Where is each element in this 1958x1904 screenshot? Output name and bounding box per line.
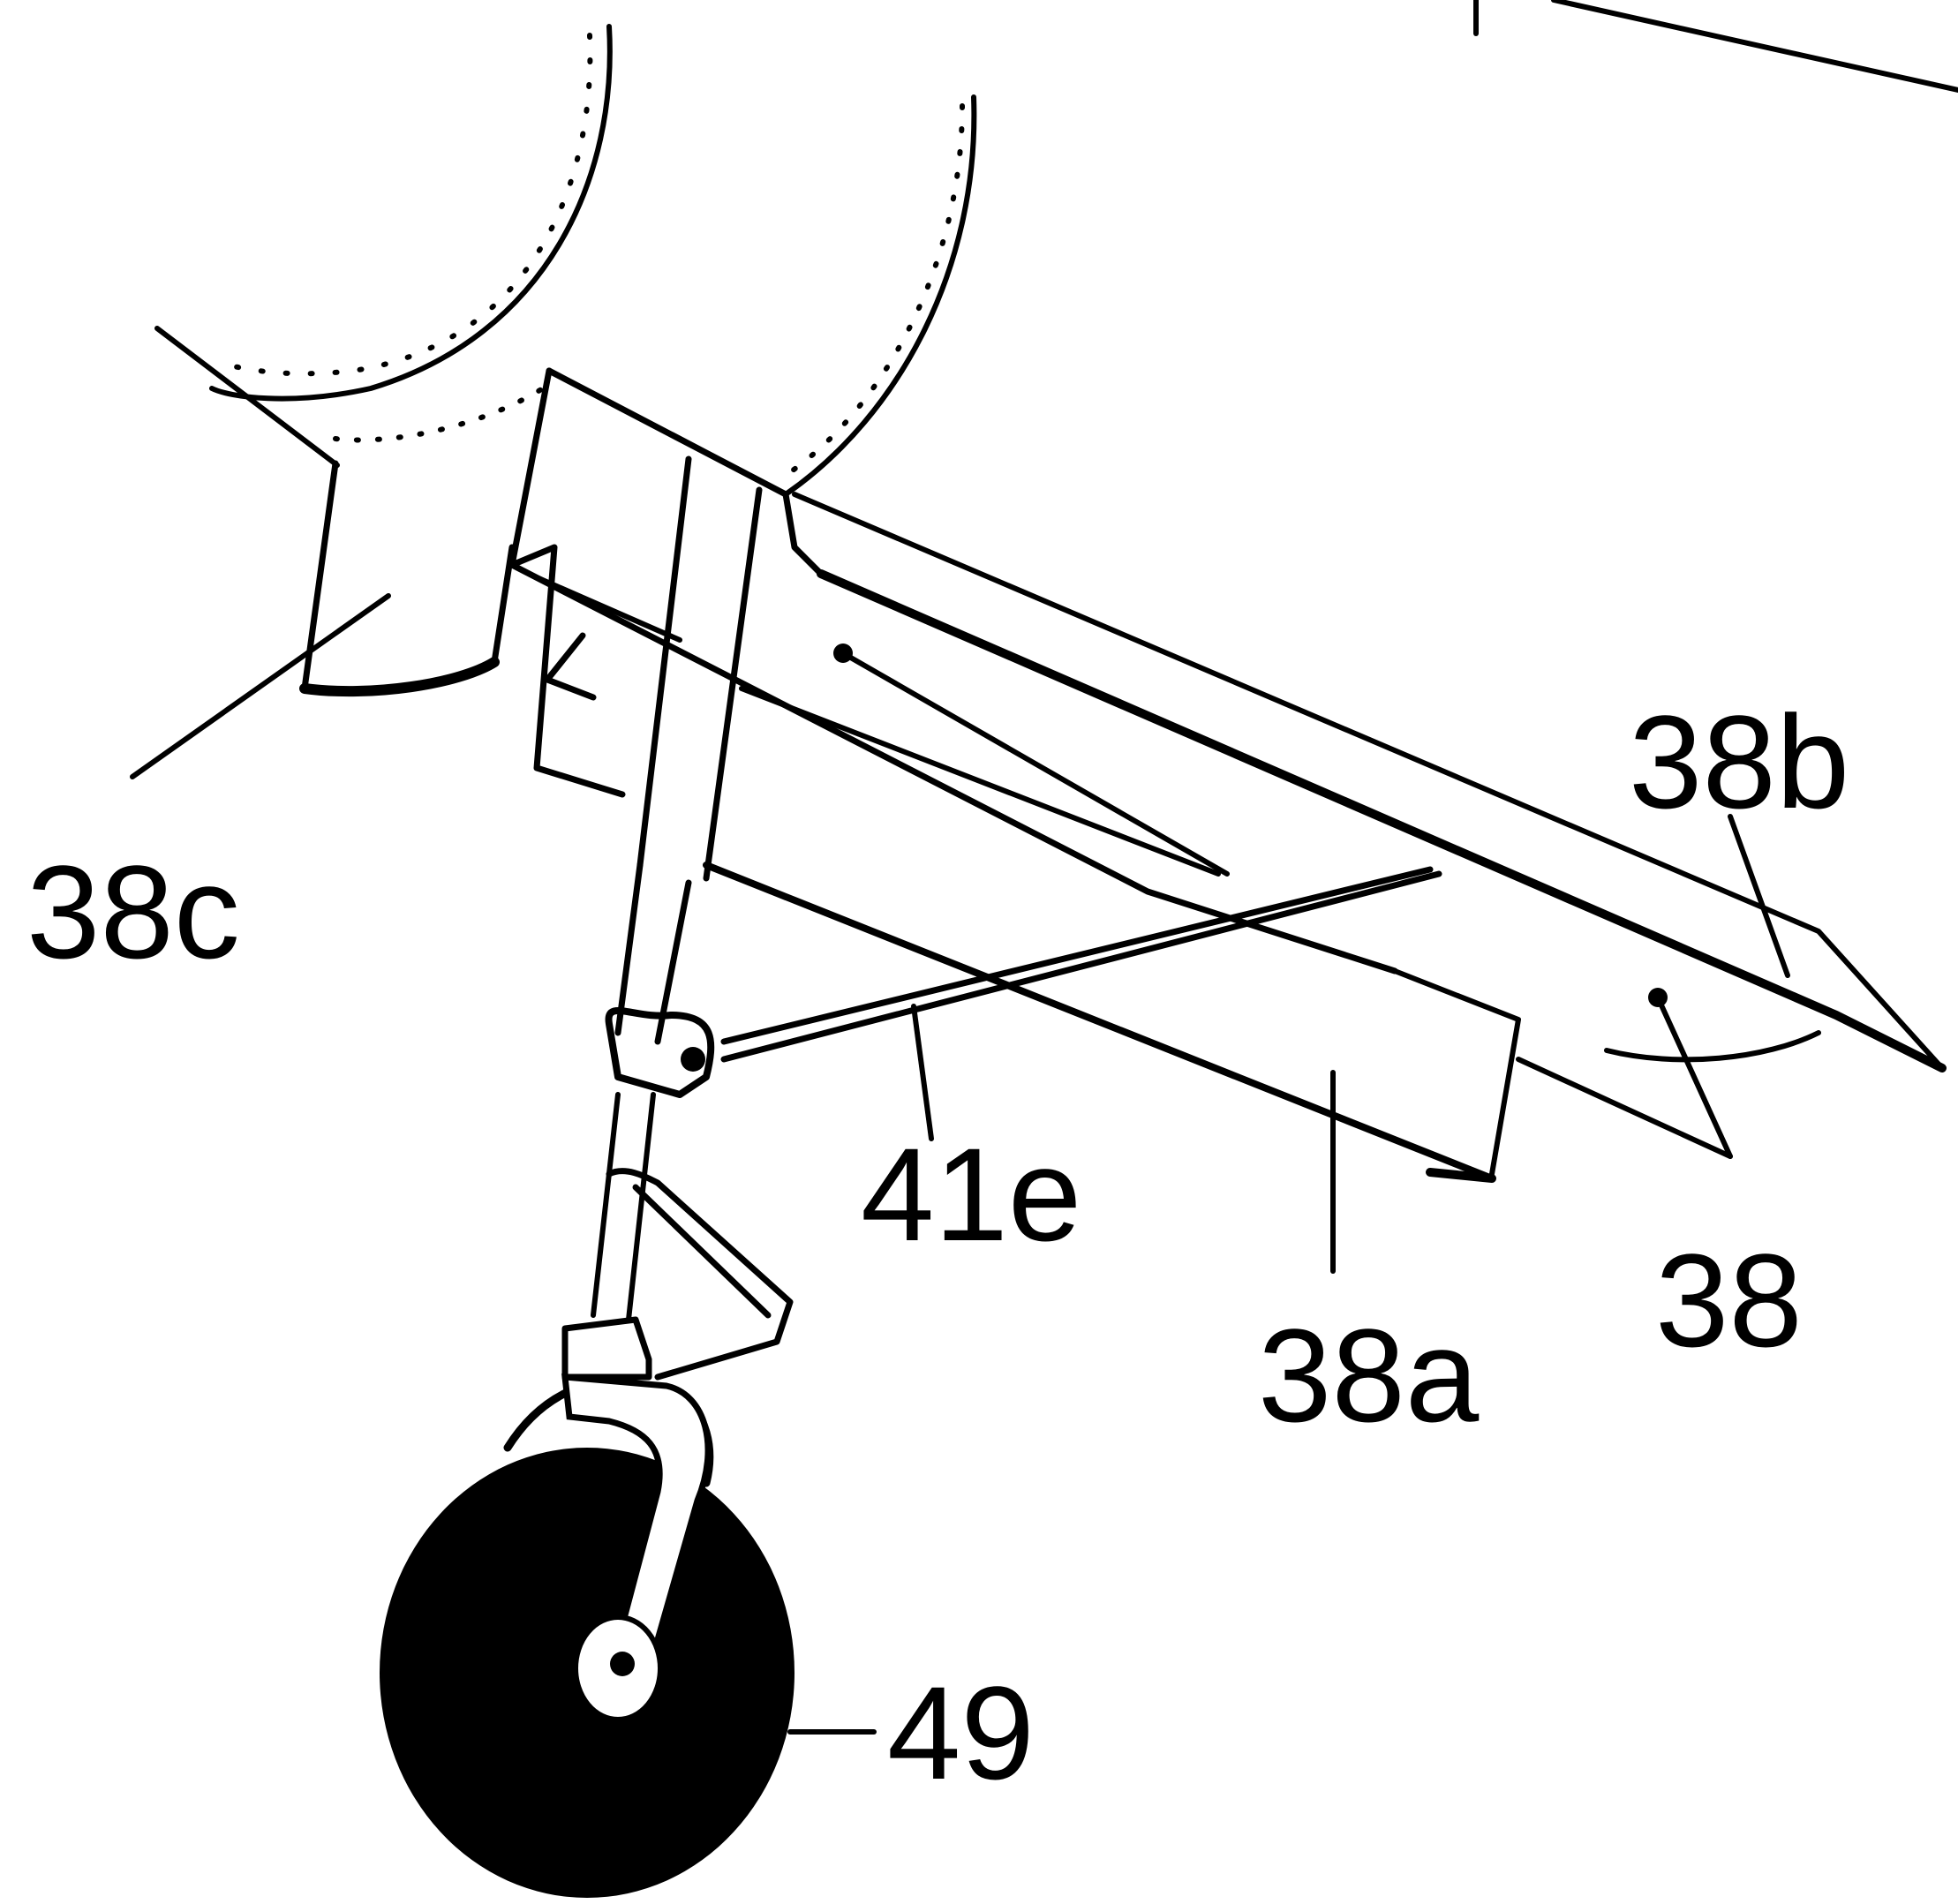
upper-structure — [1473, 0, 1958, 93]
right-nacelle — [774, 94, 977, 497]
door-panel-38c — [130, 460, 516, 779]
axle-icon — [610, 1652, 635, 1676]
label-38c: 38c — [26, 838, 240, 986]
label-38b: 38b — [1629, 688, 1849, 836]
fairing-body — [508, 367, 1947, 1274]
joint-bolt — [681, 1047, 705, 1072]
landing-gear-strut — [544, 455, 1442, 1381]
label-38a: 38a — [1258, 1301, 1480, 1449]
label-49: 49 — [887, 1659, 1035, 1807]
wheel-49 — [380, 1373, 877, 1898]
label-41e: 41e — [861, 1120, 1081, 1268]
left-nacelle — [154, 24, 613, 468]
label-38: 38 — [1655, 1226, 1803, 1374]
reference-labels: 38c 38b 41e 38a 38 49 — [26, 688, 1849, 1807]
